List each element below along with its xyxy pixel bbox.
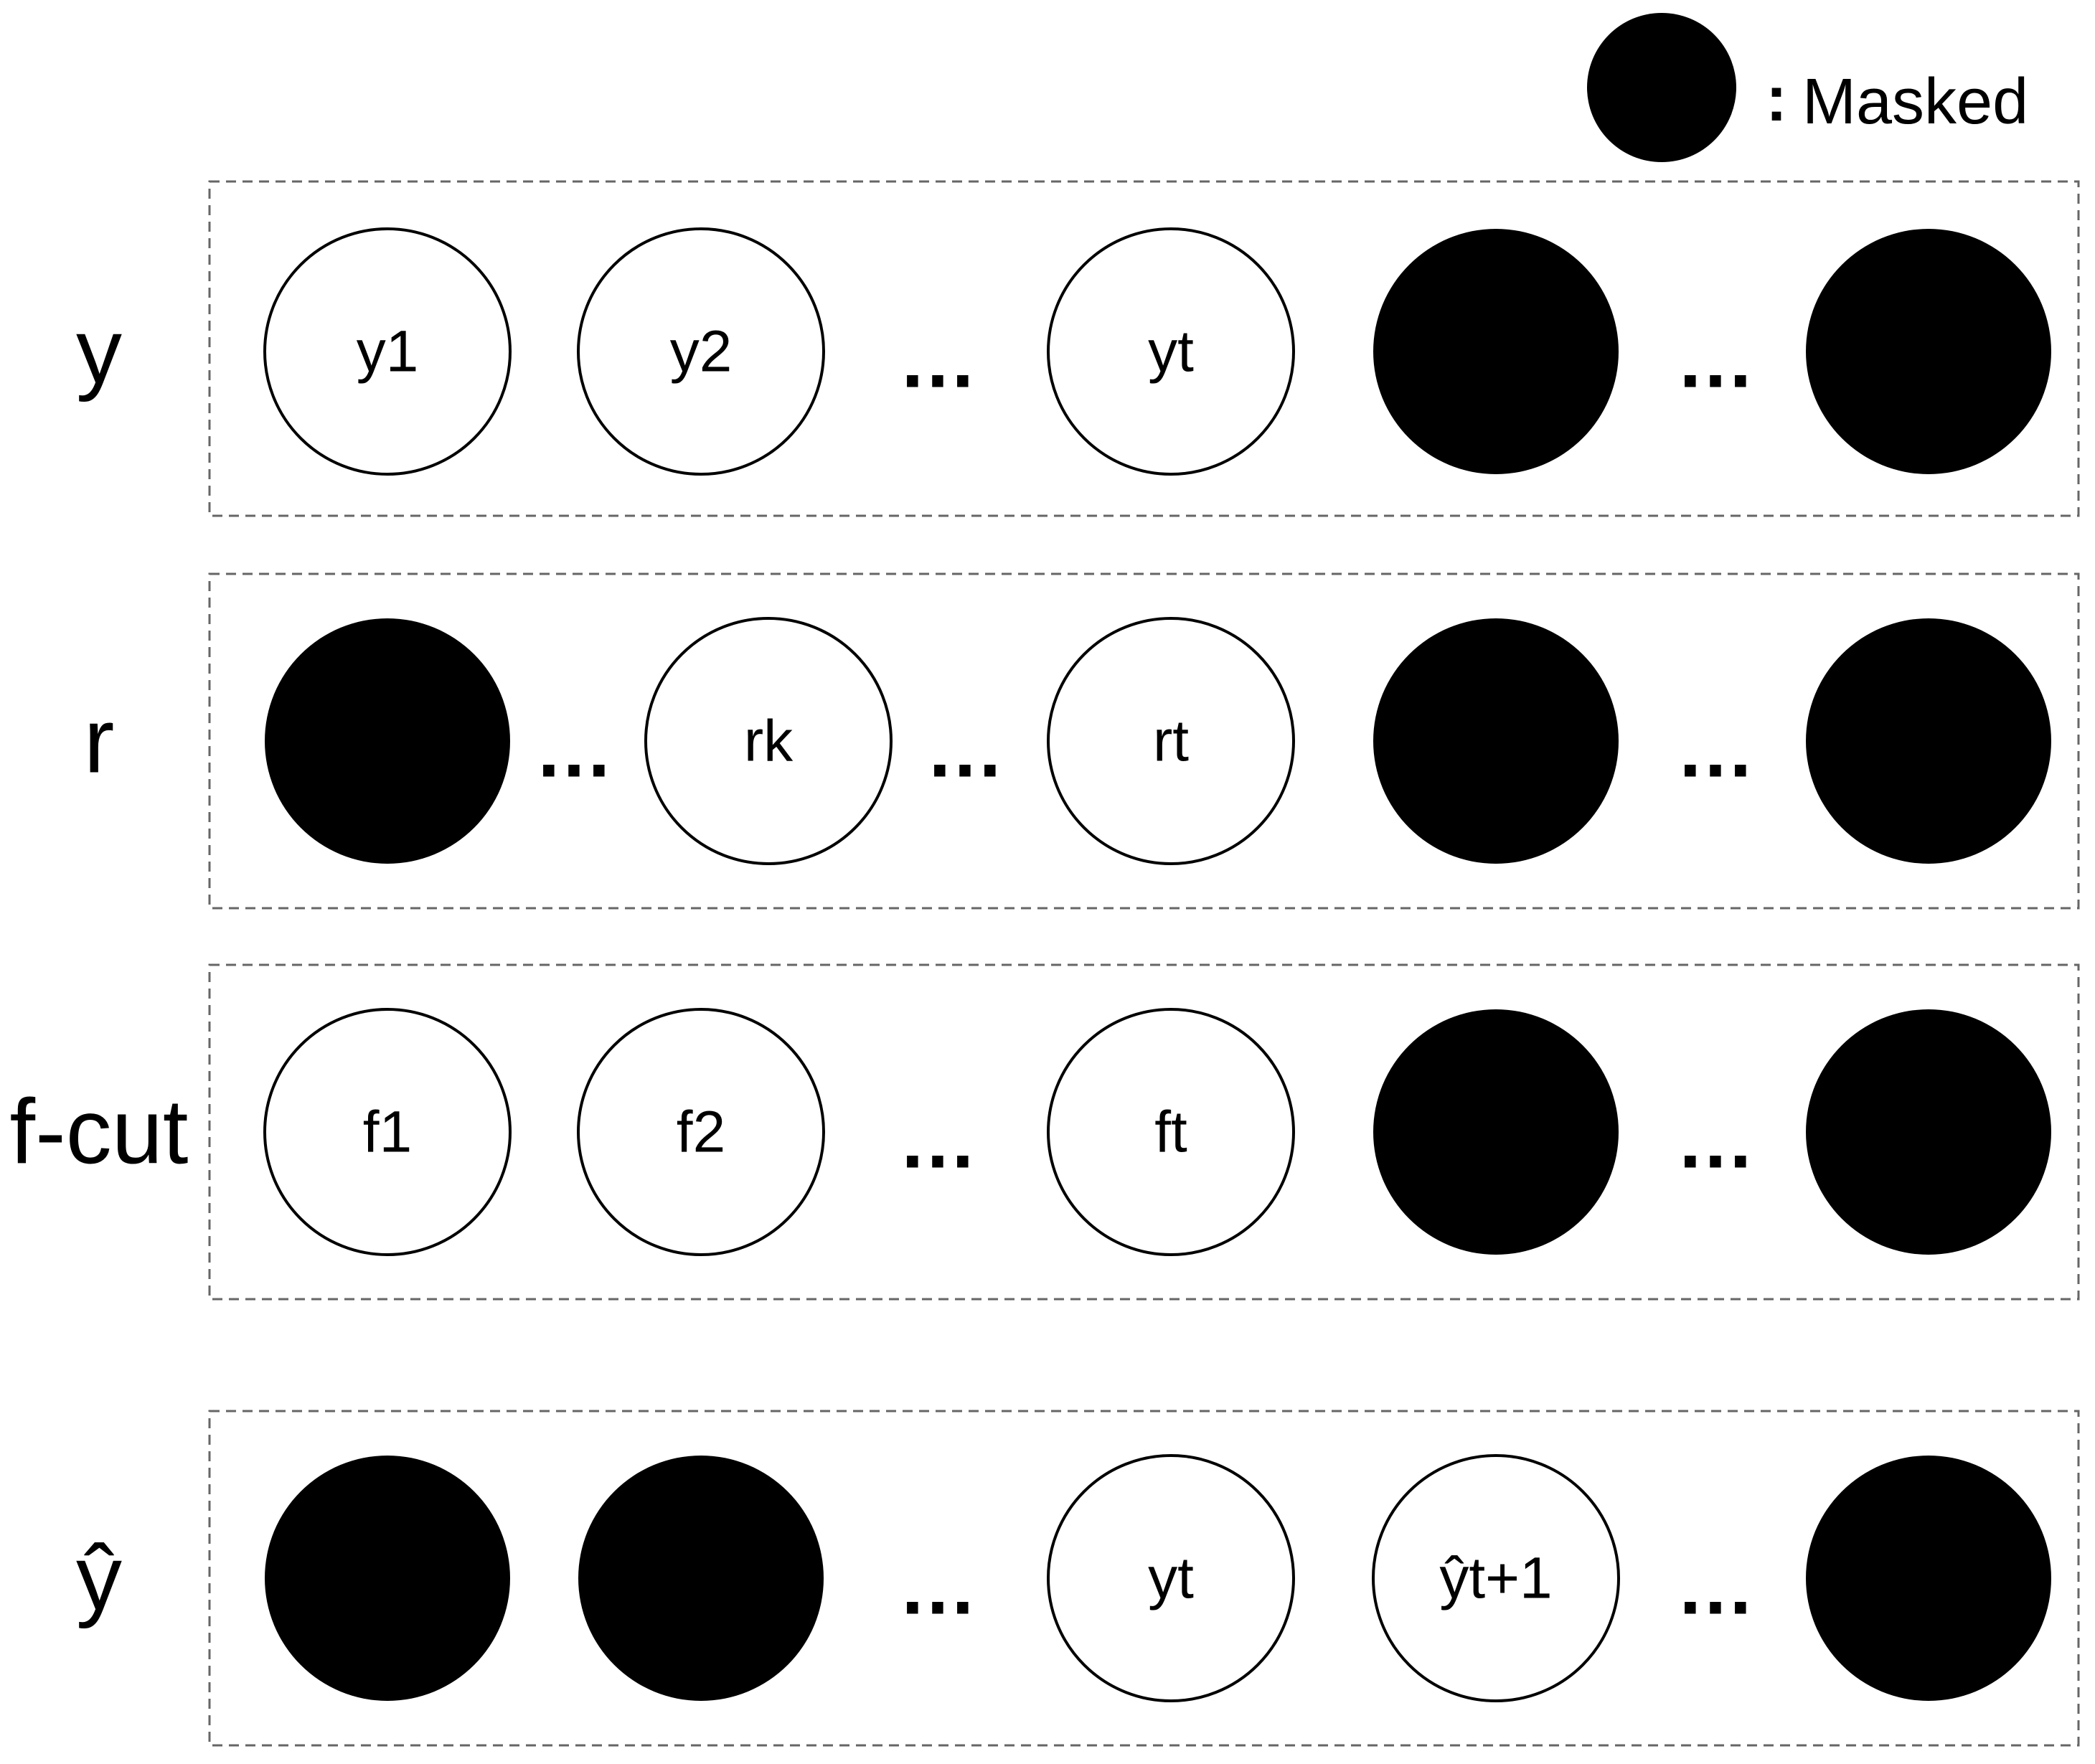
- masked-node: [578, 1456, 824, 1701]
- ellipsis: …: [926, 706, 1004, 794]
- node-circle: [1372, 1454, 1620, 1702]
- node-label: ŷt+1: [1439, 1546, 1552, 1611]
- masked-node: [1806, 618, 2051, 864]
- masked-node: [1373, 618, 1619, 864]
- node-label: yt: [1148, 1546, 1194, 1611]
- node-circle: [263, 227, 512, 476]
- token-node: y1: [263, 227, 512, 476]
- legend-masked-symbol: [1587, 13, 1736, 162]
- node-label: yt: [1148, 319, 1194, 385]
- row-label: f-cut: [10, 1081, 189, 1184]
- row-1: r … rk … rt …: [84, 572, 2080, 910]
- node-circle: [577, 227, 825, 476]
- token-node: ft: [1047, 1008, 1295, 1256]
- node-label: y2: [670, 319, 733, 385]
- ellipsis: …: [898, 1543, 977, 1631]
- row-label: ŷ: [76, 1527, 122, 1630]
- row-0: y y1 y2 … yt …: [76, 180, 2080, 517]
- row-box: [208, 572, 2080, 910]
- token-node: rt: [1047, 617, 1295, 865]
- masked-node: [1806, 1009, 2051, 1255]
- ellipsis: …: [898, 1097, 977, 1185]
- masked-node: [1373, 229, 1619, 474]
- row-box: [208, 963, 2080, 1301]
- node-circle: [1047, 1454, 1295, 1702]
- token-node: f1: [263, 1008, 512, 1256]
- row-box: [208, 1410, 2080, 1747]
- masked-node: [1806, 229, 2051, 474]
- row-label: y: [76, 301, 122, 403]
- legend-colon: :: [1766, 63, 1787, 135]
- token-node: f2: [577, 1008, 825, 1256]
- token-node: rk: [644, 617, 893, 865]
- legend-label: Masked: [1802, 66, 2028, 138]
- masked-node: [1373, 1009, 1619, 1255]
- node-label: rk: [744, 709, 794, 774]
- node-circle: [1047, 617, 1295, 865]
- ellipsis: …: [1676, 1543, 1755, 1631]
- node-circle: [1047, 227, 1295, 476]
- ellipsis: …: [1676, 316, 1755, 405]
- node-label: ft: [1154, 1100, 1187, 1165]
- node-circle: [644, 617, 893, 865]
- row-2: f-cut f1 f2 … ft …: [10, 963, 2080, 1301]
- token-node: yt: [1047, 1454, 1295, 1702]
- ellipsis: …: [1676, 706, 1755, 794]
- ellipsis: …: [535, 706, 613, 794]
- masked-node: [265, 618, 510, 864]
- row-label: r: [84, 690, 115, 793]
- node-circle: [263, 1008, 512, 1256]
- row-box: [208, 180, 2080, 517]
- token-node: y2: [577, 227, 825, 476]
- node-label: rt: [1153, 709, 1189, 774]
- token-node: ŷt+1: [1372, 1454, 1620, 1702]
- node-circle: [577, 1008, 825, 1256]
- token-node: yt: [1047, 227, 1295, 476]
- row-3: ŷ … yt ŷt+1 …: [76, 1410, 2080, 1747]
- node-circle: [1047, 1008, 1295, 1256]
- node-label: y1: [357, 319, 419, 385]
- masked-node: [265, 1456, 510, 1701]
- masked-node: [1806, 1456, 2051, 1701]
- node-label: f2: [677, 1100, 725, 1165]
- ellipsis: …: [898, 316, 977, 405]
- ellipsis: …: [1676, 1097, 1755, 1185]
- rows-layer: y y1 y2 … yt … r … rk … rt … f-cut f1 f2 … ft … ŷ … yt ŷt+1 …: [10, 180, 2080, 1747]
- legend: : Masked: [1587, 13, 2028, 162]
- node-label: f1: [363, 1100, 412, 1165]
